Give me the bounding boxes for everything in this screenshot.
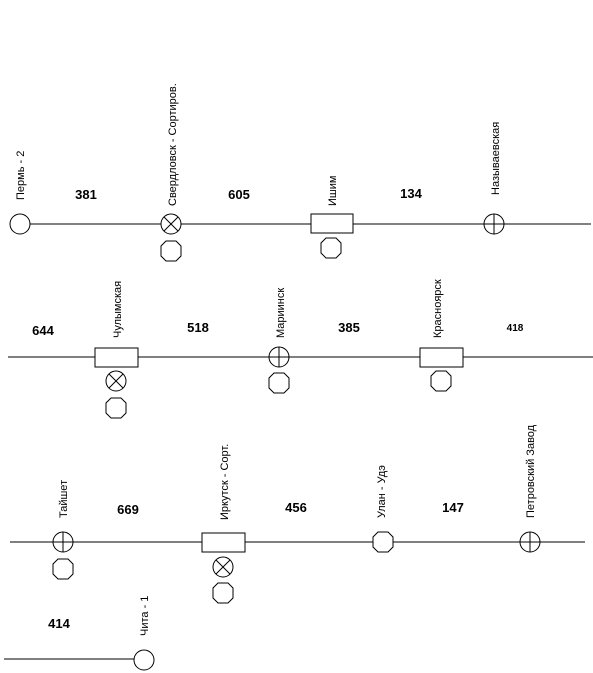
octagon-sverdlovsk <box>160 240 182 262</box>
distance-mariinsk-krasnoyarsk: 385 <box>338 320 360 335</box>
station-label-mariinsk: Мариинск <box>275 288 287 338</box>
station-symbol-irkutsk <box>212 556 234 578</box>
station-symbol-sverdlovsk <box>160 213 182 235</box>
octagon-tayshet <box>52 558 74 580</box>
octagon-chulymskaya <box>105 397 127 419</box>
rect-ishim <box>310 213 354 234</box>
station-label-chulymskaya: Чулымская <box>112 281 124 338</box>
octagon-ulan-ude <box>372 531 394 553</box>
distance-irkutsk-ulanude: 456 <box>285 500 307 515</box>
distance-ishim-nazyvaevskaya: 134 <box>400 186 422 201</box>
station-label-perm2: Пермь - 2 <box>15 151 27 200</box>
station-label-ishim: Ишим <box>327 176 339 206</box>
station-label-nazyvaevskaya: Называевская <box>490 122 502 195</box>
station-symbol-tayshet <box>52 531 74 553</box>
octagon-irkutsk <box>212 582 234 604</box>
distance-chulymskaya-mariinsk: 518 <box>187 320 209 335</box>
station-label-petrovsky: Петровский Завод <box>525 424 537 518</box>
station-label-krasnoyarsk: Красноярск <box>432 279 444 338</box>
station-label-chita1: Чита - 1 <box>139 596 151 636</box>
distance-before-chita: 414 <box>48 616 70 631</box>
distance-sverdlovsk-ishim: 605 <box>228 187 250 202</box>
rect-chulymskaya <box>94 347 139 368</box>
station-label-tayshet: Тайшет <box>58 480 70 518</box>
distance-tayshet-irkutsk: 669 <box>117 502 139 517</box>
station-symbol-petrovsky <box>519 531 541 553</box>
rect-irkutsk <box>201 532 246 553</box>
octagon-mariinsk <box>268 372 290 394</box>
distance-ulanude-petrovsky: 147 <box>442 500 464 515</box>
station-label-irkutsk: Иркутск - Сорт. <box>219 444 231 520</box>
distance-perm-sverdlovsk: 381 <box>75 187 97 202</box>
octagon-ishim <box>320 237 342 259</box>
station-symbol-chulymskaya <box>105 370 127 392</box>
distance-before-chulymskaya: 644 <box>32 323 54 338</box>
station-symbol-nazyvaevskaya <box>483 213 505 235</box>
station-label-ulan-ude: Улан - Удэ <box>376 465 388 518</box>
station-label-sverdlovsk: Свердловск - Сортиров. <box>167 83 179 206</box>
rect-krasnoyarsk <box>419 347 464 368</box>
distance-after-krasnoyarsk: 418 <box>507 323 524 334</box>
octagon-krasnoyarsk <box>430 370 452 392</box>
station-circle-chita1 <box>133 649 155 671</box>
station-circle-perm2 <box>9 213 31 235</box>
station-symbol-mariinsk <box>268 346 290 368</box>
